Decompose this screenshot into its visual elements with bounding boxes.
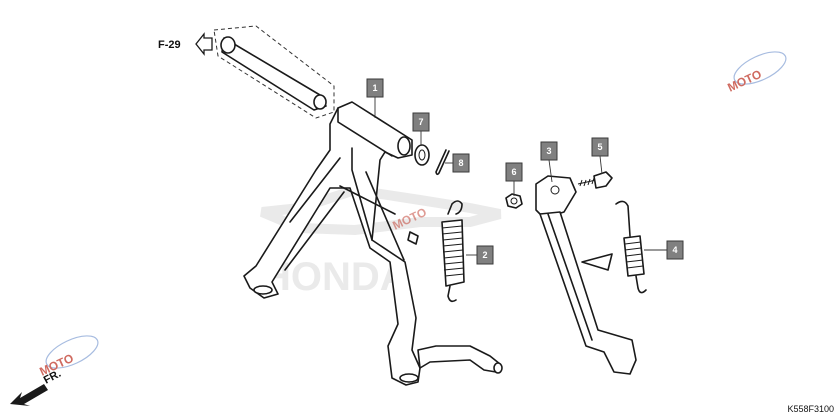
moto-watermark-top-right: MOTO [725,51,787,95]
callout-5[interactable]: 5 [591,137,609,175]
main-stand [243,101,503,386]
callout-7[interactable]: 7 [412,112,430,146]
honda-watermark: HONDA [260,184,502,299]
callout-6[interactable]: 6 [505,162,523,196]
callout-3[interactable]: 3 [540,141,558,183]
honda-watermark-text: HONDA [262,255,409,299]
callout-label: 4 [672,245,677,255]
callout-8[interactable]: 8 [445,153,470,173]
left-arrow-icon [195,32,213,56]
washer [414,144,430,166]
callout-label: 2 [482,250,487,260]
callout-4[interactable]: 4 [644,240,684,260]
moto-watermark-text-center: MOTO [390,205,428,233]
moto-watermark-text-top: MOTO [725,67,763,95]
callout-1[interactable]: 1 [366,78,384,118]
side-stand-pivot-bolt [577,171,613,189]
callout-2[interactable]: 2 [466,245,494,265]
pivot-pipe [213,25,335,119]
main-stand-spring [441,200,465,303]
callout-label: 1 [372,83,377,93]
reference-label: F-29 [158,39,181,51]
cotter-pin [435,149,450,176]
side-stand-spring [615,200,647,294]
callout-label: 7 [418,117,423,127]
reference-arrow-f29[interactable]: F-29 [158,32,213,56]
front-arrow-icon [10,384,48,406]
callout-label: 6 [511,167,516,177]
moto-watermark-bottom-left: MOTO [37,335,99,379]
callout-label: 8 [458,158,463,168]
side-stand [535,175,637,375]
side-stand-nut [505,193,523,209]
callout-label: 3 [546,146,551,156]
callout-label: 5 [597,142,602,152]
moto-watermark-center: MOTO [390,205,428,233]
drawing-code: K558F3100 [787,404,834,414]
front-direction-indicator: FR. [10,368,63,406]
